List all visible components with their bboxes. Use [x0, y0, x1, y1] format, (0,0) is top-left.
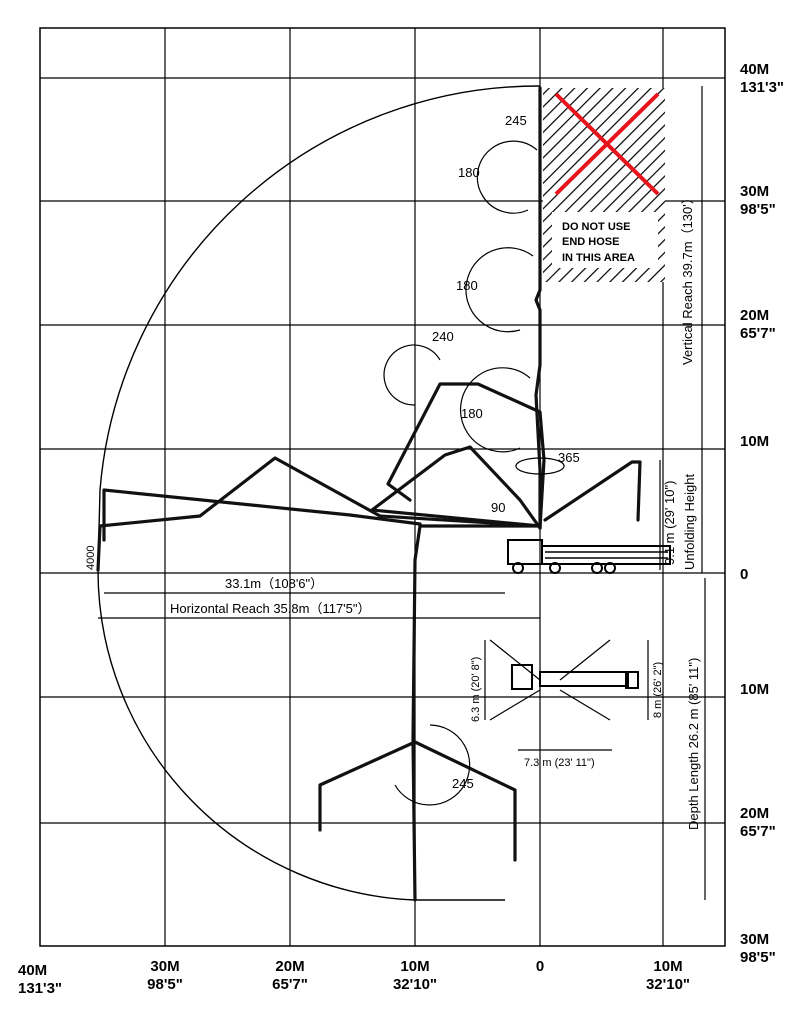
right-tick-label: 30M: [740, 931, 769, 948]
bottom-axis: 40M 131'3" 30M 98'5" 20M 65'7" 10M 32'10…: [18, 958, 690, 997]
rotation-arc-180-low: [459, 367, 531, 453]
angle-240: 240: [432, 329, 454, 344]
rotation-ellipse-365: [515, 457, 565, 475]
right-tick-feet: 65'7": [740, 823, 776, 840]
outrigger-rear-label: 8 m (26' 2"): [652, 662, 664, 718]
angle-365: 365: [558, 450, 580, 465]
bottom-tick-label: 20M: [275, 958, 304, 975]
bottom-tick-feet: 98'5": [147, 976, 183, 993]
truck-cab: [507, 539, 543, 565]
outrigger-leg: [489, 689, 541, 721]
boom-folded-mid: [370, 445, 542, 530]
angle-180-mid: 180: [456, 278, 478, 293]
right-tick-label: 20M: [740, 805, 769, 822]
rotation-arcs: [383, 140, 565, 806]
unfolding-height-value: 9.1 m (29' 10"): [662, 481, 677, 565]
bottom-tick-feet: 32'10": [393, 976, 437, 993]
right-axis: 40M 131'3" 30M 98'5" 20M 65'7" 10M 0 10M…: [740, 61, 784, 966]
boom-right-folded: [543, 460, 642, 522]
rotation-arc-245: [476, 140, 538, 214]
outrigger-leg: [559, 689, 611, 721]
boom-horizontal-long: [96, 456, 542, 572]
bottom-tick-feet: 65'7": [272, 976, 308, 993]
boom-folded-high: [386, 382, 546, 530]
boom-down-right: [413, 740, 517, 862]
boom-horizontal-top: [102, 488, 422, 542]
bottom-tick-feet: 32'10": [646, 976, 690, 993]
horizontal-33-label: 33.1m（108'6"）: [225, 576, 323, 591]
no-hose-zone: DO NOT USE END HOSE IN THIS AREA: [543, 88, 665, 282]
bottom-tick-label: 30M: [150, 958, 179, 975]
outrigger-leg: [559, 639, 611, 681]
right-tick-feet: 98'5": [740, 201, 776, 218]
right-tick-label: 40M: [740, 61, 769, 78]
vertical-reach-label: Vertical Reach 39.7m（130'）: [680, 191, 695, 365]
bottom-tick-label: 10M: [400, 958, 429, 975]
warning-line-3: IN THIS AREA: [562, 252, 635, 264]
angle-245-bottom: 245: [452, 776, 474, 791]
plan-hopper: [625, 671, 639, 689]
warning-line-1: DO NOT USE: [562, 221, 630, 233]
depth-length-label: Depth Length 26.2 m (85' 11"): [686, 658, 701, 830]
right-tick-label: 30M: [740, 183, 769, 200]
angle-90: 90: [491, 500, 505, 515]
unfolding-height-label: Unfolding Height: [682, 473, 697, 570]
right-tick-feet: 65'7": [740, 325, 776, 342]
truck-body: [541, 545, 671, 565]
horizontal-reach-label: Horizontal Reach 35.8m（117'5"）: [170, 601, 371, 616]
bottom-tick-label: 10M: [653, 958, 682, 975]
reach-envelope: [97, 85, 541, 901]
dimension-lines: [98, 86, 706, 900]
boom-down-left: [318, 740, 417, 832]
right-tick-feet: 131'3": [740, 79, 784, 96]
warning-text-box: [552, 212, 658, 268]
truck-wheel: [512, 562, 524, 574]
right-tick-feet: 98'5": [740, 949, 776, 966]
outrigger-width-label: 7.3 m (23' 11"): [524, 757, 595, 769]
boom-downward: [411, 524, 542, 902]
plan-cab: [511, 664, 533, 690]
angle-245-top: 245: [505, 113, 527, 128]
bottom-tick-label: 40M: [18, 962, 47, 979]
warning-line-2: END HOSE: [562, 236, 619, 248]
rotation-arc-245-bottom: [394, 724, 471, 806]
truck-wheel: [591, 562, 603, 574]
bottom-tick-feet: 131'3": [18, 980, 62, 997]
angle-180-low: 180: [461, 406, 483, 421]
rotation-arc-240: [383, 344, 441, 406]
angle-180-top: 180: [458, 165, 480, 180]
plan-body: [539, 671, 629, 687]
boom-vertical: [534, 86, 542, 530]
right-tick-label: 0: [740, 566, 748, 583]
truck: [507, 539, 671, 574]
outrigger-front-label: 6.3 m (20' 8"): [470, 657, 482, 722]
rotation-arc-180-mid: [465, 247, 534, 333]
right-tick-label: 10M: [740, 433, 769, 450]
chart-frame: [39, 27, 726, 947]
bottom-tick-label: 0: [536, 958, 544, 975]
truck-wheel: [549, 562, 561, 574]
outrigger-plan: 6.3 m (20' 8") 8 m (26' 2") 7.3 m (23' 1…: [470, 639, 664, 769]
warning-cross-line: [554, 92, 660, 196]
truck-wheel: [604, 562, 616, 574]
right-tick-label: 10M: [740, 681, 769, 698]
right-tick-label: 20M: [740, 307, 769, 324]
height-4000-label: 4000: [85, 546, 97, 570]
